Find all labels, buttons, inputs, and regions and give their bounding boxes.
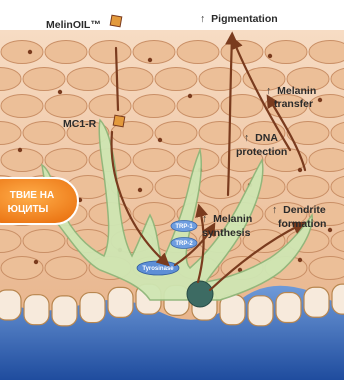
skin-cell: [265, 41, 307, 64]
basal-cell: [248, 296, 273, 326]
skin-cell: [89, 95, 131, 118]
melanin-granule: [28, 50, 32, 54]
skin-cell: [221, 95, 263, 118]
dna-protection-label: ↑ DNA: [244, 132, 278, 144]
ingredient-label: MelinOIL™: [46, 19, 101, 31]
skin-cell: [199, 68, 241, 91]
badge-line2: ЮЦИТЫ: [8, 204, 49, 215]
skin-cell: [177, 41, 219, 64]
skin-cell: [155, 68, 197, 91]
receptor-molecule-icon: [113, 115, 125, 127]
melanin-granule: [298, 258, 302, 262]
skin-cell: [133, 41, 175, 64]
basal-cell: [108, 287, 133, 317]
enzyme-trp2: TRP-2: [171, 238, 197, 249]
basal-cell: [304, 287, 329, 317]
trp1-label: TRP-1: [175, 224, 193, 230]
dna-protection-line2: protection: [236, 146, 287, 158]
skin-cell: [45, 41, 87, 64]
skin-cell: [45, 257, 87, 280]
skin-cell: [23, 122, 65, 145]
skin-cell: [133, 95, 175, 118]
skin-cell: [1, 41, 43, 64]
skin-cell: [309, 149, 344, 172]
melanin-granule: [18, 148, 22, 152]
basal-cell: [0, 290, 21, 320]
dendrite-formation-label: ↑ Dendrite: [272, 204, 326, 216]
skin-cell: [67, 68, 109, 91]
skin-cell: [89, 41, 131, 64]
skin-cell: [23, 68, 65, 91]
skin-cell: [45, 95, 87, 118]
dendrite-formation-line1: Dendrite: [283, 204, 326, 216]
pigmentation-label: ↑ Pigmentation: [200, 13, 278, 25]
ingredient-molecule-icon: [110, 15, 122, 27]
skin-cell: [1, 149, 43, 172]
melanin-granule: [318, 98, 322, 102]
melanin-transfer-line1: Melanin: [277, 85, 316, 97]
enzyme-tyrosinase: Tyrosinase: [137, 261, 179, 275]
melanin-synthesis-line2: synthesis: [202, 227, 251, 239]
melanin-granule: [148, 58, 152, 62]
skin-cell: [309, 95, 344, 118]
melanin-synthesis-label: ↑ Melanin: [202, 213, 252, 225]
info-badge: ТВИЕ НА ЮЦИТЫ: [0, 178, 78, 224]
melanin-granule: [328, 228, 332, 232]
melanin-transfer-label: ↑ Melanin: [266, 85, 316, 97]
skin-cell: [309, 257, 344, 280]
basal-cell: [52, 296, 77, 326]
dna-arrow-glyph: ↑: [244, 132, 249, 144]
skin-cell: [199, 122, 241, 145]
receptor-label: MC1-R: [63, 118, 97, 130]
melanin-granule: [188, 94, 192, 98]
nucleus: [187, 281, 213, 307]
synthesis-arrow-glyph: ↑: [202, 213, 207, 225]
tyrosinase-label: Tyrosinase: [142, 266, 174, 272]
melanin-synthesis-line1: Melanin: [213, 213, 252, 225]
badge-line1: ТВИЕ НА: [10, 190, 54, 201]
melanin-granule: [158, 138, 162, 142]
skin-cell: [287, 176, 329, 199]
pigmentation-text: Pigmentation: [211, 13, 278, 25]
basal-cell: [80, 293, 105, 323]
dendrite-arrow-glyph: ↑: [272, 204, 277, 216]
trp2-label: TRP-2: [175, 241, 193, 247]
skin-cell: [1, 95, 43, 118]
skin-cell: [177, 95, 219, 118]
skin-cell: [45, 149, 87, 172]
enzyme-trp1: TRP-1: [171, 221, 197, 232]
melanin-granule: [268, 54, 272, 58]
skin-cell: [199, 176, 241, 199]
melanin-granule: [138, 188, 142, 192]
melanin-granule: [34, 260, 38, 264]
basal-cell: [276, 292, 301, 322]
dendrite-formation-line2: formation: [278, 218, 326, 230]
melanin-granule: [298, 168, 302, 172]
dna-protection-line1: DNA: [255, 132, 278, 144]
skin-cell: [309, 41, 344, 64]
melanin-transfer-line2: transfer: [274, 98, 313, 110]
basal-cell: [24, 295, 49, 325]
pigmentation-arrow-glyph: ↑: [200, 13, 205, 25]
melanin-granule: [58, 90, 62, 94]
skin-cell: [23, 230, 65, 253]
transfer-arrow-glyph: ↑: [266, 85, 271, 97]
skin-cell: [133, 149, 175, 172]
skin-cell: [133, 203, 175, 226]
basal-cell: [332, 284, 344, 314]
